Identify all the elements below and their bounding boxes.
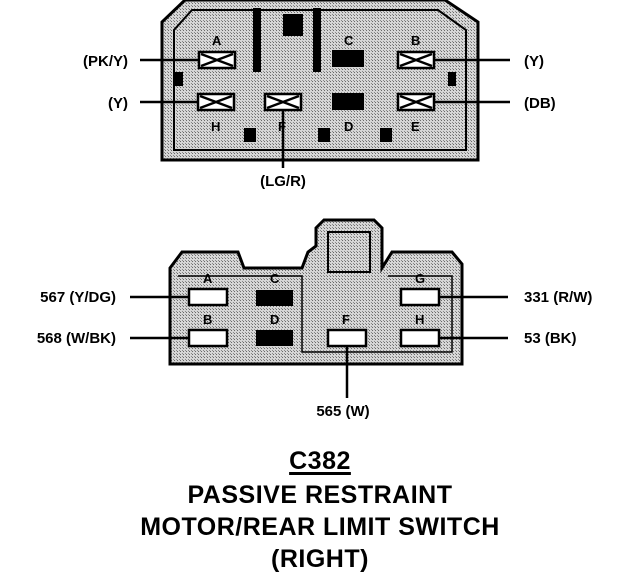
top-terminal-h xyxy=(196,92,236,112)
top-pin-label-e: E xyxy=(411,119,420,134)
bottom-pin-label-b: B xyxy=(203,312,212,327)
top-divider-left xyxy=(253,8,261,72)
bottom-terminal-g xyxy=(399,287,441,307)
top-side-notch-left xyxy=(175,72,183,86)
top-wire-bottom: (LG/R) xyxy=(260,173,306,190)
top-pin-label-h: H xyxy=(211,119,220,134)
top-connector-inner-housing xyxy=(173,9,467,151)
top-key-center xyxy=(283,14,303,36)
top-pin-label-b: B xyxy=(411,33,420,48)
bottom-pin-label-h: H xyxy=(415,312,424,327)
top-divider-right xyxy=(313,8,321,72)
bottom-lock-tab xyxy=(327,231,371,273)
bottom-terminal-h xyxy=(399,328,441,348)
top-terminal-a xyxy=(197,50,237,70)
top-connector-outer-housing xyxy=(160,0,480,162)
bottom-wire-left-upper: 567 (Y/DG) xyxy=(40,289,116,306)
bottom-connector-housing xyxy=(168,218,464,366)
top-wire-right-upper: (Y) xyxy=(524,53,544,70)
bottom-pin-label-a: A xyxy=(203,271,213,286)
caption-line-1: PASSIVE RESTRAINT xyxy=(187,481,453,509)
top-bottom-notch-2 xyxy=(318,128,330,142)
bottom-pin-label-f: F xyxy=(342,312,350,327)
bottom-pin-label-g: G xyxy=(415,271,425,286)
bottom-terminal-a xyxy=(187,287,229,307)
top-cavity-c xyxy=(332,50,364,67)
bottom-wire-left-lower: 568 (W/BK) xyxy=(37,330,116,347)
bottom-terminal-b xyxy=(187,328,229,348)
bottom-terminal-f xyxy=(326,328,368,348)
top-pin-label-a: A xyxy=(212,33,222,48)
bottom-connector: A C G B D F H 567 (Y/DG) 568 (W/BK) 331 … xyxy=(37,218,592,420)
top-terminal-b xyxy=(396,50,436,70)
bottom-pin-label-d: D xyxy=(270,312,279,327)
top-connector: A C B H F D E (PK/Y) (Y) (Y) (DB) (LG/R) xyxy=(83,0,556,190)
bottom-wire-right-lower: 53 (BK) xyxy=(524,330,577,347)
top-side-notch-right xyxy=(448,72,456,86)
top-bottom-notch-3 xyxy=(380,128,392,142)
top-wire-left-upper: (PK/Y) xyxy=(83,53,128,70)
top-terminal-f xyxy=(263,92,303,112)
top-pin-label-d: D xyxy=(344,119,353,134)
top-terminal-e xyxy=(396,92,436,112)
bottom-wire-right-upper: 331 (R/W) xyxy=(524,289,592,306)
caption-line-3: (RIGHT) xyxy=(271,545,369,573)
top-wire-right-lower: (DB) xyxy=(524,95,556,112)
bottom-cavity-d xyxy=(256,330,293,346)
caption-line-2: MOTOR/REAR LIMIT SWITCH xyxy=(140,513,500,541)
top-pin-label-c: C xyxy=(344,33,354,48)
top-cavity-d xyxy=(332,93,364,110)
bottom-cavity-c xyxy=(256,290,293,306)
connector-id: C382 xyxy=(289,447,351,475)
bottom-inner-outline xyxy=(178,275,453,353)
bottom-wire-bottom: 565 (W) xyxy=(316,403,369,420)
top-wire-left-lower: (Y) xyxy=(108,95,128,112)
top-bottom-notch-1 xyxy=(244,128,256,142)
bottom-pin-label-c: C xyxy=(270,271,280,286)
